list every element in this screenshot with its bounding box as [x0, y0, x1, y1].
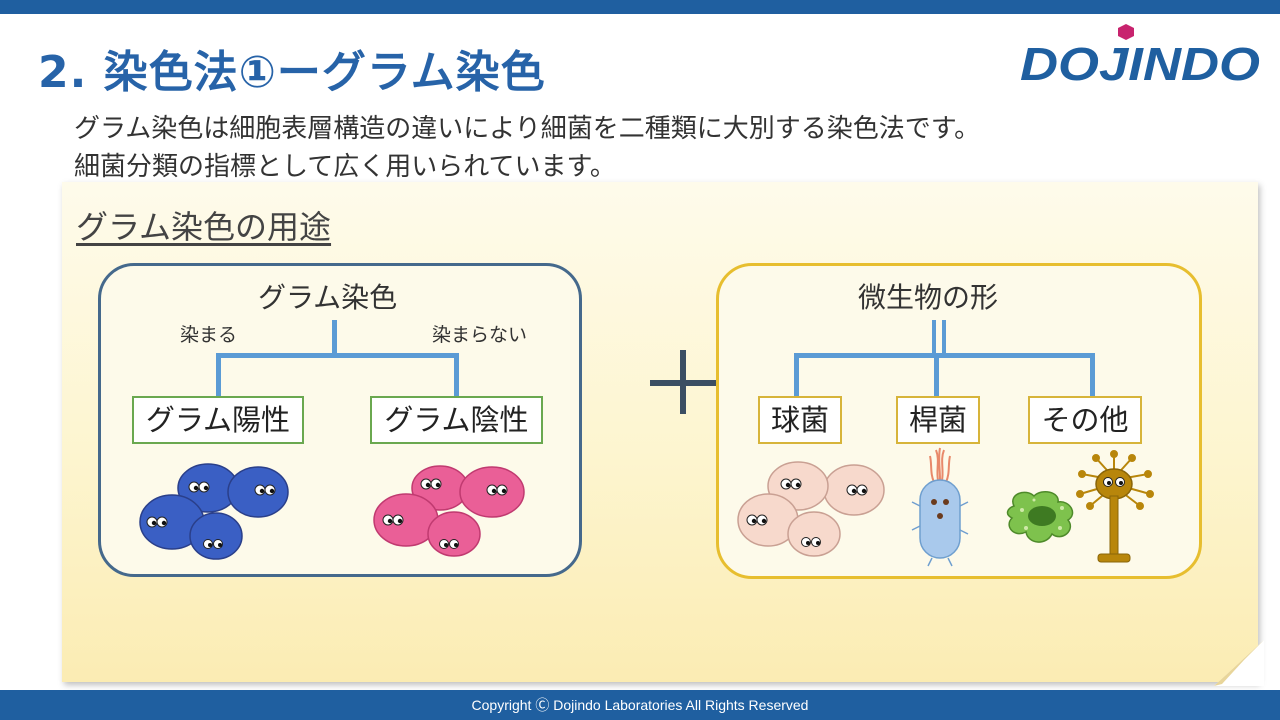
bacillus-box: 桿菌	[896, 396, 980, 444]
note-heading: グラム染色の用途	[76, 208, 332, 246]
amoeba-cell	[1006, 490, 1074, 543]
page-fold	[1214, 640, 1264, 686]
plus-icon-vertical	[680, 350, 686, 414]
other-box: その他	[1028, 396, 1142, 444]
gram-positive-cells	[139, 463, 289, 560]
tree-branch	[216, 353, 458, 358]
shape-stem-left	[932, 320, 936, 358]
top-bar	[0, 0, 1280, 14]
shape-leg-3	[1090, 353, 1095, 397]
fungus-cell	[1076, 450, 1154, 563]
gram-negative-cells	[373, 465, 525, 557]
gram-negative-box: グラム陰性	[370, 396, 543, 444]
tree-right-leg	[454, 353, 459, 397]
shape-branch	[794, 353, 1094, 358]
coccus-cells	[737, 461, 885, 557]
footer-copyright: Copyright Ⓒ Dojindo Laboratories All Rig…	[0, 690, 1280, 720]
gram-panel-title: グラム染色	[258, 281, 398, 314]
tree-stem	[332, 320, 337, 358]
bacillus-cell	[911, 447, 969, 567]
logo-text: DOJINDO	[1020, 38, 1260, 84]
intro-line-1: グラム染色は細胞表層構造の違いにより細菌を二種類に大別する染色法です。	[74, 114, 981, 144]
stained-label: 染まる	[180, 324, 238, 346]
dojindo-logo: DOJINDO	[1020, 24, 1260, 84]
shape-stem-right	[942, 320, 946, 358]
shape-panel-title: 微生物の形	[858, 281, 999, 314]
shape-leg-1	[794, 353, 799, 397]
intro-line-2: 細菌分類の指標として広く用いられています。	[74, 152, 616, 182]
shape-leg-2	[934, 353, 939, 397]
tree-left-leg	[216, 353, 221, 397]
coccus-box: 球菌	[758, 396, 842, 444]
unstained-label: 染まらない	[432, 324, 528, 346]
slide-title: 2. 染色法①ーグラム染色	[38, 47, 546, 98]
gram-positive-box: グラム陽性	[132, 396, 304, 444]
